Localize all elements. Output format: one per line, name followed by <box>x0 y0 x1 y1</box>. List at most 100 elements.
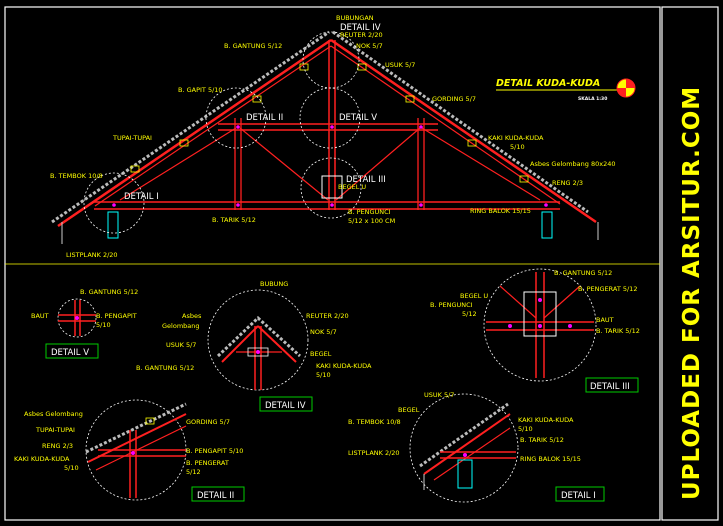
detail-iv-nok: NOK 5/7 <box>310 328 337 336</box>
detail-v-gantung: B. GANTUNG 5/12 <box>80 288 138 296</box>
detail-i-usuk: USUK 5/7 <box>424 391 454 399</box>
label-pengunci: B. PENGUNCI <box>348 208 391 216</box>
title-block: DETAIL KUDA-KUDA SKALA 1:30 <box>496 78 636 102</box>
detail-ii-gording: GORDING 5/7 <box>186 418 230 426</box>
detail-iv-gantung: B. GANTUNG 5/12 <box>136 364 194 372</box>
detail-i-kaki-size: 5/10 <box>518 425 533 433</box>
detail-circle-v <box>299 87 361 149</box>
wall-right <box>541 211 553 239</box>
detail-i-ringbalok: RING BALOK 15/15 <box>520 455 581 463</box>
detail-ii: Asbes Gelombang TUPAI-TUPAI RENG 2/3 KAK… <box>14 399 245 502</box>
detail-ii-pengapit: B. PENGAPIT 5/10 <box>186 447 243 455</box>
label-pengunci-size: 5/12 x 100 CM <box>348 217 395 225</box>
strut-left-outer <box>119 127 237 201</box>
detail-i-kaki: KAKI KUDA-KUDA <box>518 416 574 424</box>
roof-sheet-right <box>332 30 589 214</box>
detail-i-tembok: B. TEMBOK 10/8 <box>348 418 401 426</box>
detail-circle-ii <box>205 87 267 149</box>
bolts <box>112 125 548 207</box>
rafter-left-inner <box>94 45 332 207</box>
detail-circle-i <box>83 172 145 234</box>
detail-ii-tupai: TUPAI-TUPAI <box>35 426 75 434</box>
detail-ii-box <box>191 486 245 502</box>
detail-ii-pengerat: B. PENGERAT <box>186 459 229 467</box>
detail-ii-pengerat-size: 5/12 <box>186 468 201 476</box>
detail-iii-gantung: B. GANTUNG 5/12 <box>554 269 612 277</box>
label-asbes: Asbes Gelombang 80x240 <box>530 160 616 168</box>
label-gording: GORDING 5/7 <box>432 95 476 103</box>
label-listplank: LISTPLANK 2/20 <box>66 251 118 259</box>
detail-iii-pengunci-size: 5/12 <box>462 310 477 318</box>
detail-iv-kaki-size: 5/10 <box>316 371 331 379</box>
label-tupai: TUPAI-TUPAI <box>112 134 152 142</box>
detail-ii-kaki: KAKI KUDA-KUDA <box>14 455 70 463</box>
title-scale: SKALA 1:30 <box>578 96 607 102</box>
title-strip-frame <box>661 6 719 521</box>
strut-right <box>335 127 421 201</box>
detail-iii-box <box>585 377 639 393</box>
marker-detail-iv: DETAIL IV <box>340 23 381 33</box>
detail-ii-kaki-size: 5/10 <box>64 464 79 472</box>
roof-sheet-left <box>51 30 330 224</box>
detail-i-listplank: LISTPLANK 2/20 <box>348 449 400 457</box>
detail-iv-label: DETAIL IV <box>265 401 306 411</box>
drawing-frame <box>4 6 661 521</box>
detail-ii-asbes: Asbes Gelombang <box>24 410 83 418</box>
marker-detail-ii: DETAIL II <box>246 113 283 123</box>
label-tembok: B. TEMBOK 10/8 <box>50 172 103 180</box>
detail-iii-label: DETAIL III <box>590 382 630 392</box>
detail-iii-tarik: B. TARIK 5/12 <box>596 327 640 335</box>
detail-v: B. GANTUNG 5/12 BAUT B. PENGAPIT 5/10 DE… <box>31 288 138 359</box>
detail-iii-circle <box>483 268 597 382</box>
label-reuter: REUTER 2/20 <box>340 31 383 39</box>
label-ringbalok: RING BALOK 15/15 <box>470 207 531 215</box>
detail-iv-bubung: BUBUNG <box>260 280 288 288</box>
detail-iii: B. GANTUNG 5/12 BEGEL U B. PENGUNCI 5/12… <box>430 268 640 393</box>
detail-i: USUK 5/7 BEGEL B. TEMBOK 10/8 KAKI KUDA-… <box>348 391 605 503</box>
detail-iv: BUBUNG Asbes Gelombang REUTER 2/20 NOK 5… <box>136 280 372 412</box>
detail-iv-box <box>259 396 313 412</box>
detail-iii-baut: BAUT <box>596 316 614 324</box>
detail-ii-reng: RENG 2/3 <box>42 442 73 450</box>
label-begel: BEGEL U <box>338 183 366 191</box>
detail-i-tarik: B. TARIK 5/12 <box>520 436 564 444</box>
detail-circle-iii <box>300 157 362 219</box>
detail-iv-usuk: USUK 5/7 <box>166 341 196 349</box>
detail-iii-begel: BEGEL U <box>460 292 488 300</box>
detail-v-box <box>45 343 99 359</box>
detail-iv-asbes: Asbes <box>182 312 202 320</box>
detail-i-begel: BEGEL <box>398 406 420 414</box>
marker-detail-i: DETAIL I <box>124 192 159 202</box>
begel-u <box>321 175 343 199</box>
rafter-right <box>330 38 597 224</box>
detail-v-pengapit-size: 5/10 <box>96 321 111 329</box>
rafter-right-inner <box>330 45 561 205</box>
detail-v-pengapit: B. PENGAPIT <box>96 312 137 320</box>
detail-iii-pengunci: B. PENGUNCI <box>430 301 473 309</box>
rafter-left <box>57 38 332 228</box>
strut-left <box>239 127 329 201</box>
watermark-text: UPLOADED FOR ARSITUR.COM <box>679 86 705 500</box>
marker-detail-v: DETAIL V <box>339 113 377 123</box>
detail-iv-asbes2: Gelombang <box>162 322 200 330</box>
detail-iv-begel: BEGEL <box>310 350 332 358</box>
label-tarik: B. TARIK 5/12 <box>212 216 256 224</box>
detail-i-box <box>555 486 605 502</box>
detail-i-label: DETAIL I <box>561 491 596 501</box>
wall-left <box>107 211 119 239</box>
label-gapit: B. GAPIT 5/10 <box>178 86 223 94</box>
detail-v-circle <box>57 298 97 338</box>
detail-iv-kaki: KAKI KUDA-KUDA <box>316 362 372 370</box>
label-kaki: KAKI KUDA-KUDA <box>488 134 544 142</box>
title-symbol-fill <box>617 79 635 97</box>
detail-circle-iv <box>302 31 360 89</box>
detail-v-label: DETAIL V <box>51 348 89 358</box>
label-bubungan: BUBUNGAN <box>336 14 374 22</box>
marker-detail-iii: DETAIL III <box>346 175 386 185</box>
label-kaki-size: 5/10 <box>510 143 525 151</box>
detail-v-baut: BAUT <box>31 312 49 320</box>
label-usuk: USUK 5/7 <box>385 61 415 69</box>
detail-ii-label: DETAIL II <box>197 491 234 501</box>
label-reng: RENG 2/3 <box>552 179 583 187</box>
